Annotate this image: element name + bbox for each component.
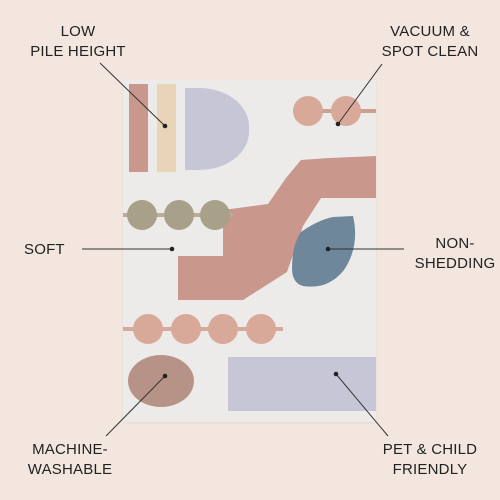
taupe-oval <box>128 355 194 407</box>
top-dot-2 <box>331 96 361 126</box>
soft-label-line-1: SOFT <box>24 241 65 258</box>
low-pile-label: LOW PILE HEIGHT <box>18 22 138 62</box>
non-shedding-label-line-1: NON- <box>435 235 475 252</box>
non-shedding-label-line-2: SHEDDING <box>414 255 496 272</box>
soft-label: SOFT <box>24 240 74 260</box>
blue-pebble <box>292 216 356 287</box>
lavender-half-disc <box>185 88 249 170</box>
pet-child-label-line-2: FRIENDLY <box>392 461 468 478</box>
lavender-rectangle <box>228 357 376 411</box>
cream-stripe <box>157 84 176 172</box>
rug-image <box>123 80 376 422</box>
sage-dot-2 <box>164 200 194 230</box>
bottom-dot-4 <box>246 314 276 344</box>
pet-child-label-line-1: PET & CHILD <box>382 441 478 458</box>
machine-washable-label-line-2: WASHABLE <box>27 461 113 478</box>
pink-curve-shape <box>178 156 376 300</box>
sage-dot-3 <box>200 200 230 230</box>
machine-washable-label-line-1: MACHINE- <box>32 441 108 458</box>
top-dot-1 <box>293 96 323 126</box>
non-shedding-label: NON- SHEDDING <box>410 234 500 274</box>
sage-dot-1 <box>127 200 157 230</box>
machine-washable-label: MACHINE- WASHABLE <box>10 440 130 480</box>
pet-child-friendly-label: PET & CHILD FRIENDLY <box>365 440 495 480</box>
rug-pattern <box>123 80 376 422</box>
bottom-dot-3 <box>208 314 238 344</box>
bottom-dot-2 <box>171 314 201 344</box>
vacuum-label-line-1: VACUUM & <box>390 23 470 40</box>
vacuum-label-line-2: SPOT CLEAN <box>381 43 479 60</box>
low-pile-label-line-2: PILE HEIGHT <box>30 43 126 60</box>
bottom-dot-1 <box>133 314 163 344</box>
pink-stripe <box>129 84 148 172</box>
vacuum-spot-clean-label: VACUUM & SPOT CLEAN <box>370 22 490 62</box>
low-pile-label-line-1: LOW <box>60 23 96 40</box>
